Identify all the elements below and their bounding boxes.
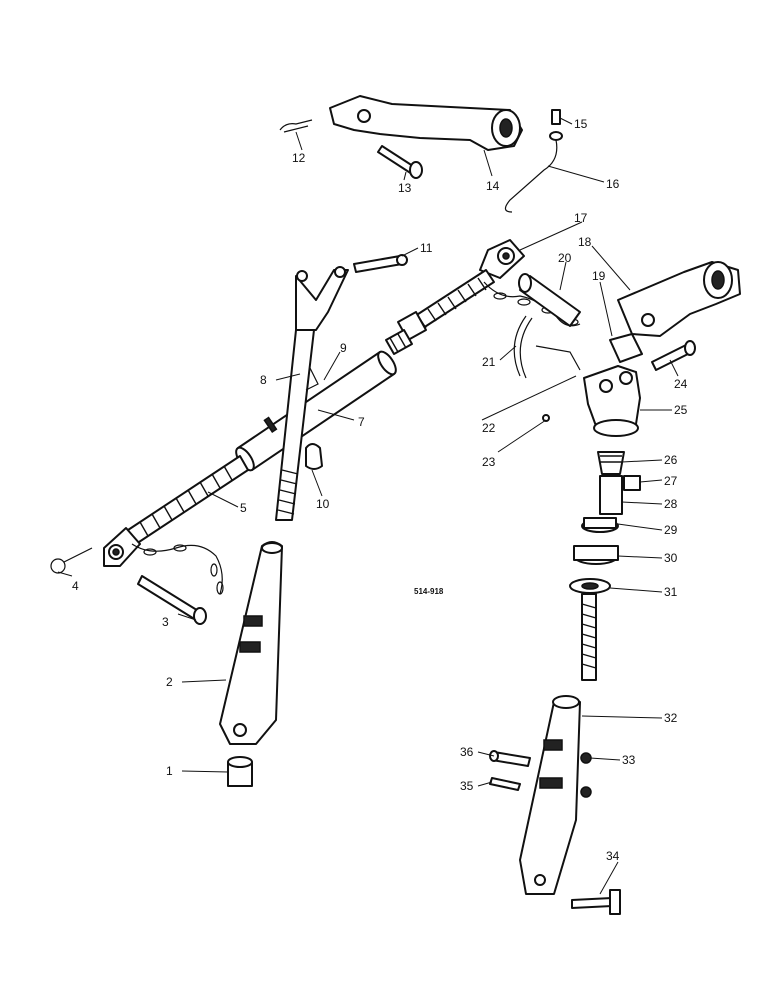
bolt-36 <box>489 750 531 767</box>
callout-23: 23 <box>482 455 496 469</box>
callout-32: 32 <box>664 711 678 725</box>
callout-21: 21 <box>482 355 496 369</box>
retainer-wire-16 <box>504 139 558 213</box>
callout-25: 25 <box>674 403 688 417</box>
callout-2: 2 <box>166 675 173 689</box>
top-link-thread-upper <box>411 269 495 331</box>
bushing-1 <box>227 756 253 787</box>
callout-34: 34 <box>606 849 620 863</box>
callout-18: 18 <box>578 235 592 249</box>
callout-19: 19 <box>592 269 606 283</box>
top-link-thread-mid <box>385 329 413 355</box>
callout-1: 1 <box>166 764 173 778</box>
ball-23 <box>542 414 550 422</box>
lift-arm-left <box>329 95 523 151</box>
callout-20: 20 <box>558 251 572 265</box>
callout-12: 12 <box>292 151 306 165</box>
leader-lines <box>57 117 679 895</box>
lower-link-2 <box>219 541 283 745</box>
callout-28: 28 <box>664 497 678 511</box>
spring-21 <box>513 315 533 379</box>
callout-10: 10 <box>316 497 330 511</box>
lift-rod-8 <box>275 266 349 521</box>
callout-36: 36 <box>460 745 474 759</box>
pin-20 <box>518 273 581 327</box>
callout-33: 33 <box>622 753 636 767</box>
nut-27 <box>623 475 641 491</box>
top-link-thread-lower-5 <box>127 455 249 545</box>
callout-26: 26 <box>664 453 678 467</box>
callout-13: 13 <box>398 181 412 195</box>
bolt-35 <box>489 777 521 791</box>
bearing-30 <box>573 545 619 565</box>
pin-22 <box>535 345 581 371</box>
callout-31: 31 <box>664 585 678 599</box>
bolt-15 <box>549 109 563 141</box>
spacer-28 <box>599 475 623 515</box>
leveling-screw <box>581 593 597 681</box>
pin-34 <box>571 889 621 915</box>
callout-4: 4 <box>72 579 79 593</box>
lower-link-32 <box>519 695 581 895</box>
top-link-tube-7 <box>235 350 397 472</box>
callout-14: 14 <box>486 179 500 193</box>
callout-11: 11 <box>420 241 433 255</box>
callout-15: 15 <box>574 117 588 131</box>
washer-31 <box>569 578 611 594</box>
lift-arm-right-18 <box>617 261 741 337</box>
callout-27: 27 <box>664 474 678 488</box>
swivel-19 <box>609 333 643 363</box>
figure-reference: 514-918 <box>414 587 444 596</box>
callout-35: 35 <box>460 779 474 793</box>
adjusting-nut-10 <box>305 443 323 470</box>
top-link-end-lower <box>103 527 141 567</box>
washer-29 <box>581 517 619 533</box>
chain-lower <box>131 543 224 595</box>
callout-29: 29 <box>664 523 678 537</box>
callout-3: 3 <box>162 615 169 629</box>
clip-9 <box>305 367 319 391</box>
callout-7: 7 <box>358 415 365 429</box>
pin-3 <box>137 575 207 625</box>
housing-25 <box>583 365 641 437</box>
callout-30: 30 <box>664 551 678 565</box>
top-link-end-17 <box>479 239 525 279</box>
bevel-gear-26 <box>597 451 625 475</box>
callout-17: 17 <box>574 211 588 225</box>
bolt-24 <box>651 340 696 371</box>
linch-pin-12 <box>279 119 313 133</box>
callout-22: 22 <box>482 421 496 435</box>
pin-11 <box>353 254 408 273</box>
nut-33 <box>580 752 592 798</box>
callout-8: 8 <box>260 373 267 387</box>
callout-24: 24 <box>674 377 688 391</box>
linch-pin-4 <box>50 547 93 574</box>
callout-9: 9 <box>340 341 347 355</box>
clevis-pin-13 <box>377 145 423 179</box>
callout-labels: 1 2 3 4 5 7 8 9 10 11 12 13 14 15 16 17 … <box>72 117 688 863</box>
callout-5: 5 <box>240 501 247 515</box>
callout-16: 16 <box>606 177 620 191</box>
